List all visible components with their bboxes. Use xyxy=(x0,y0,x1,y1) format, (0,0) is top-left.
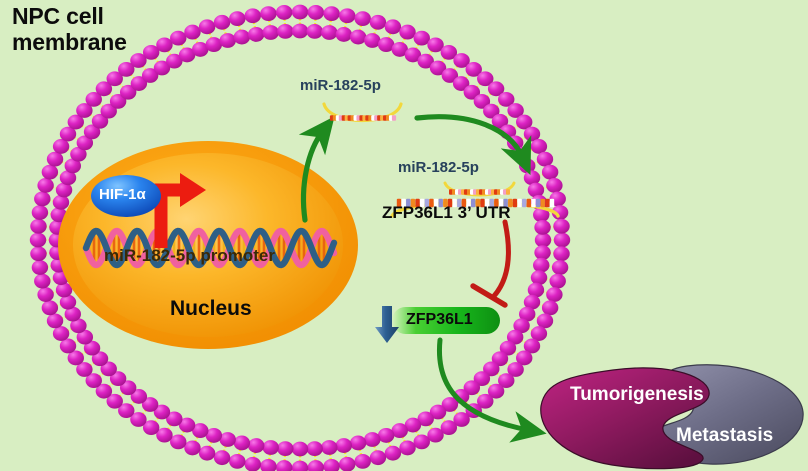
zfp36l1-pill-label: ZFP36L1 xyxy=(406,311,473,328)
zfp36l1-protein-pill xyxy=(392,307,500,334)
arrow-nuclear-export xyxy=(298,116,335,223)
hif1a-ellipse xyxy=(91,175,161,217)
mirna-strand-free xyxy=(322,102,403,122)
downregulation-arrow xyxy=(375,306,399,343)
page-title: NPC cell membrane xyxy=(12,3,127,55)
tumorigenesis-label: Tumorigenesis xyxy=(570,384,704,405)
metastasis-label: Metastasis xyxy=(676,425,774,446)
zfp36l1-utr-label: ZFP36L1 3’ UTR xyxy=(382,203,511,222)
arrow-mirna-binding xyxy=(414,114,532,176)
promoter-label: miR-182-5p promoter xyxy=(104,246,275,265)
arrow-inhibition-zfp36l1 xyxy=(470,219,511,308)
transcription-activation-arrow xyxy=(154,173,206,248)
arrow-to-outcome xyxy=(436,337,547,443)
outcome-shapes xyxy=(540,364,804,470)
hif1a-label: HIF-1α xyxy=(99,186,146,203)
tumorigenesis-shape xyxy=(540,367,710,470)
dna-double-helix xyxy=(82,227,338,269)
nucleus-label: Nucleus xyxy=(170,297,252,320)
mirna-export-label: miR-182-5p xyxy=(300,77,381,94)
mirna-utr-duplex xyxy=(390,181,560,218)
mirna-duplex-label: miR-182-5p xyxy=(398,159,479,176)
